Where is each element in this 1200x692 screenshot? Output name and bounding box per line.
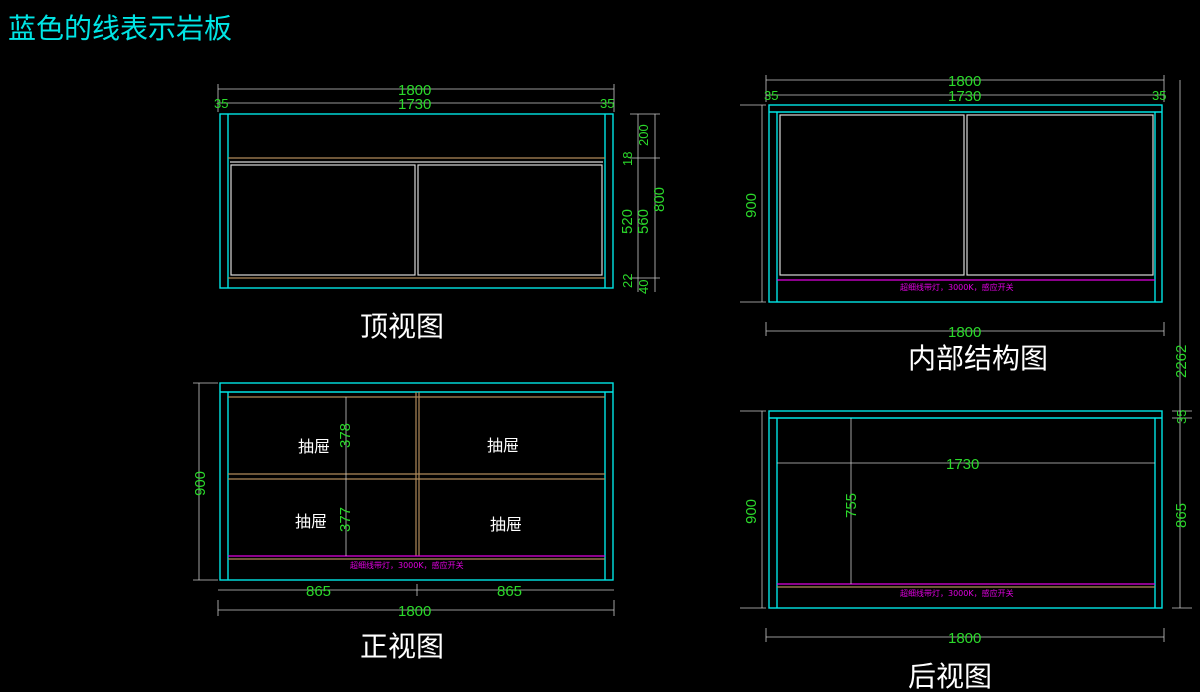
back-dim-height: 900 — [743, 499, 760, 524]
top-view-label: 顶视图 — [360, 310, 444, 343]
back-view-label: 后视图 — [908, 660, 992, 692]
front-dim-right: 865 — [497, 583, 522, 600]
interior-dim-side-right: 35 — [1152, 88, 1166, 103]
top-dim-22: 22 — [620, 274, 635, 288]
top-dim-40: 40 — [636, 280, 651, 294]
back-dim-755: 755 — [843, 493, 860, 518]
front-dim-overall: 1800 — [398, 603, 431, 620]
drawer-label-1: 抽屉 — [298, 437, 330, 456]
top-dim-18: 18 — [620, 152, 635, 166]
front-led-note: 超细线带灯，3000K，感应开关 — [350, 560, 464, 570]
top-dim-520: 520 — [619, 209, 636, 234]
top-dim-800: 800 — [651, 187, 668, 212]
top-dim-side-left: 35 — [214, 96, 228, 111]
drawer-label-4: 抽屉 — [490, 515, 522, 534]
interior-view-label: 内部结构图 — [908, 342, 1048, 375]
header-note: 蓝色的线表示岩板 — [8, 12, 232, 45]
front-dim-left: 865 — [306, 583, 331, 600]
front-dim-378: 378 — [337, 423, 354, 448]
side-dim-top: 35 — [1174, 410, 1189, 424]
top-view: 1800 1730 35 35 200 18 520 560 800 22 40… — [214, 82, 668, 343]
front-dim-height: 900 — [192, 471, 209, 496]
front-dim-377: 377 — [337, 507, 354, 532]
back-led-note: 超细线带灯，3000K，感应开关 — [900, 588, 1014, 598]
top-dim-200: 200 — [636, 124, 651, 146]
interior-dim-inner: 1730 — [948, 88, 981, 105]
side-dim-bottom: 865 — [1173, 503, 1190, 528]
back-dim-inner: 1730 — [946, 456, 979, 473]
top-dim-inner: 1730 — [398, 96, 431, 113]
top-dim-overall: 1800 — [398, 82, 431, 99]
drawer-label-3: 抽屉 — [295, 512, 327, 531]
interior-dim-bottom: 1800 — [948, 324, 981, 341]
interior-dim-overall: 1800 — [948, 73, 981, 90]
top-dim-560: 560 — [635, 209, 652, 234]
interior-view: 1800 1730 35 35 超细线带灯，3000K，感应开关 900 180… — [740, 73, 1166, 375]
back-dim-overall: 1800 — [948, 630, 981, 647]
interior-led-note: 超细线带灯，3000K，感应开关 — [900, 282, 1014, 292]
side-dimensions: 2262 35 865 — [1172, 80, 1192, 609]
back-view: 超细线带灯，3000K，感应开关 1730 755 900 1800 后视图 — [740, 410, 1165, 692]
top-dim-side-right: 35 — [600, 96, 614, 111]
front-view: 超细线带灯，3000K，感应开关 抽屉 抽屉 抽屉 抽屉 378 377 900… — [192, 382, 615, 663]
interior-dim-side-left: 35 — [764, 88, 778, 103]
front-view-label: 正视图 — [360, 630, 444, 663]
drawer-label-2: 抽屉 — [487, 436, 519, 455]
side-dim-total: 2262 — [1173, 345, 1190, 378]
interior-dim-height: 900 — [743, 193, 760, 218]
